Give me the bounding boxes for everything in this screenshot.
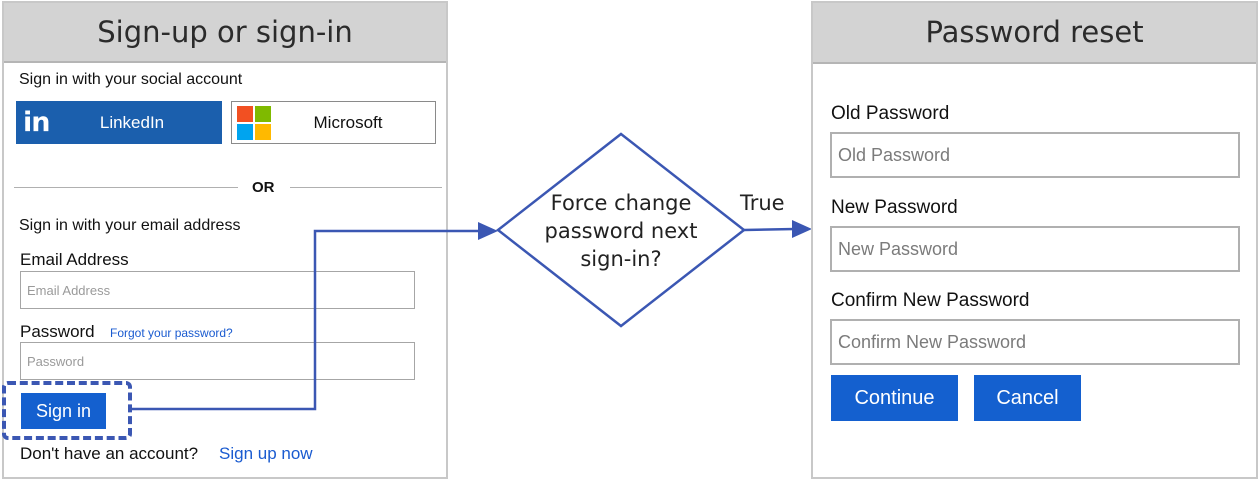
email-heading: Sign in with your email address	[19, 217, 241, 234]
microsoft-button-label: Microsoft	[313, 112, 383, 132]
password-input[interactable]: Password	[20, 342, 415, 380]
social-account-heading: Sign in with your social account	[19, 71, 243, 88]
or-divider-text: OR	[252, 179, 275, 196]
confirm-password-label: Confirm New Password	[831, 290, 1030, 311]
confirm-password-input[interactable]: Confirm New Password	[830, 319, 1240, 365]
old-password-label: Old Password	[831, 103, 950, 124]
decision-text-line-2: password next	[544, 219, 698, 243]
email-label: Email Address	[20, 250, 129, 269]
decision-text-line-3: sign-in?	[580, 247, 662, 271]
no-account-text: Don't have an account?	[20, 444, 199, 463]
true-branch-label: True	[740, 191, 785, 215]
old-password-input[interactable]: Old Password	[830, 132, 1240, 178]
forgot-password-link[interactable]: Forgot your password?	[110, 326, 233, 340]
divider-line-left	[14, 187, 238, 188]
microsoft-button[interactable]: Microsoft	[231, 101, 436, 144]
signin-panel-title: Sign-up or sign-in	[4, 3, 446, 63]
new-password-label: New Password	[831, 197, 958, 218]
continue-button[interactable]: Continue	[831, 375, 958, 421]
sign-in-button[interactable]: Sign in	[21, 393, 106, 429]
password-reset-title: Password reset	[813, 3, 1256, 64]
sign-up-now-link[interactable]: Sign up now	[219, 444, 313, 463]
email-input[interactable]: Email Address	[20, 271, 415, 309]
new-password-input[interactable]: New Password	[830, 226, 1240, 272]
decision-text-line-1: Force change	[550, 191, 692, 215]
cancel-button[interactable]: Cancel	[974, 375, 1081, 421]
linkedin-button-label: LinkedIn	[99, 112, 165, 132]
decision-node: Force change password next sign-in?	[540, 189, 702, 273]
microsoft-logo-icon	[237, 105, 271, 140]
password-label: Password	[20, 322, 95, 341]
divider-line-right	[290, 187, 442, 188]
linkedin-button[interactable]: in LinkedIn	[16, 101, 222, 144]
linkedin-logo-icon: in	[23, 107, 50, 138]
